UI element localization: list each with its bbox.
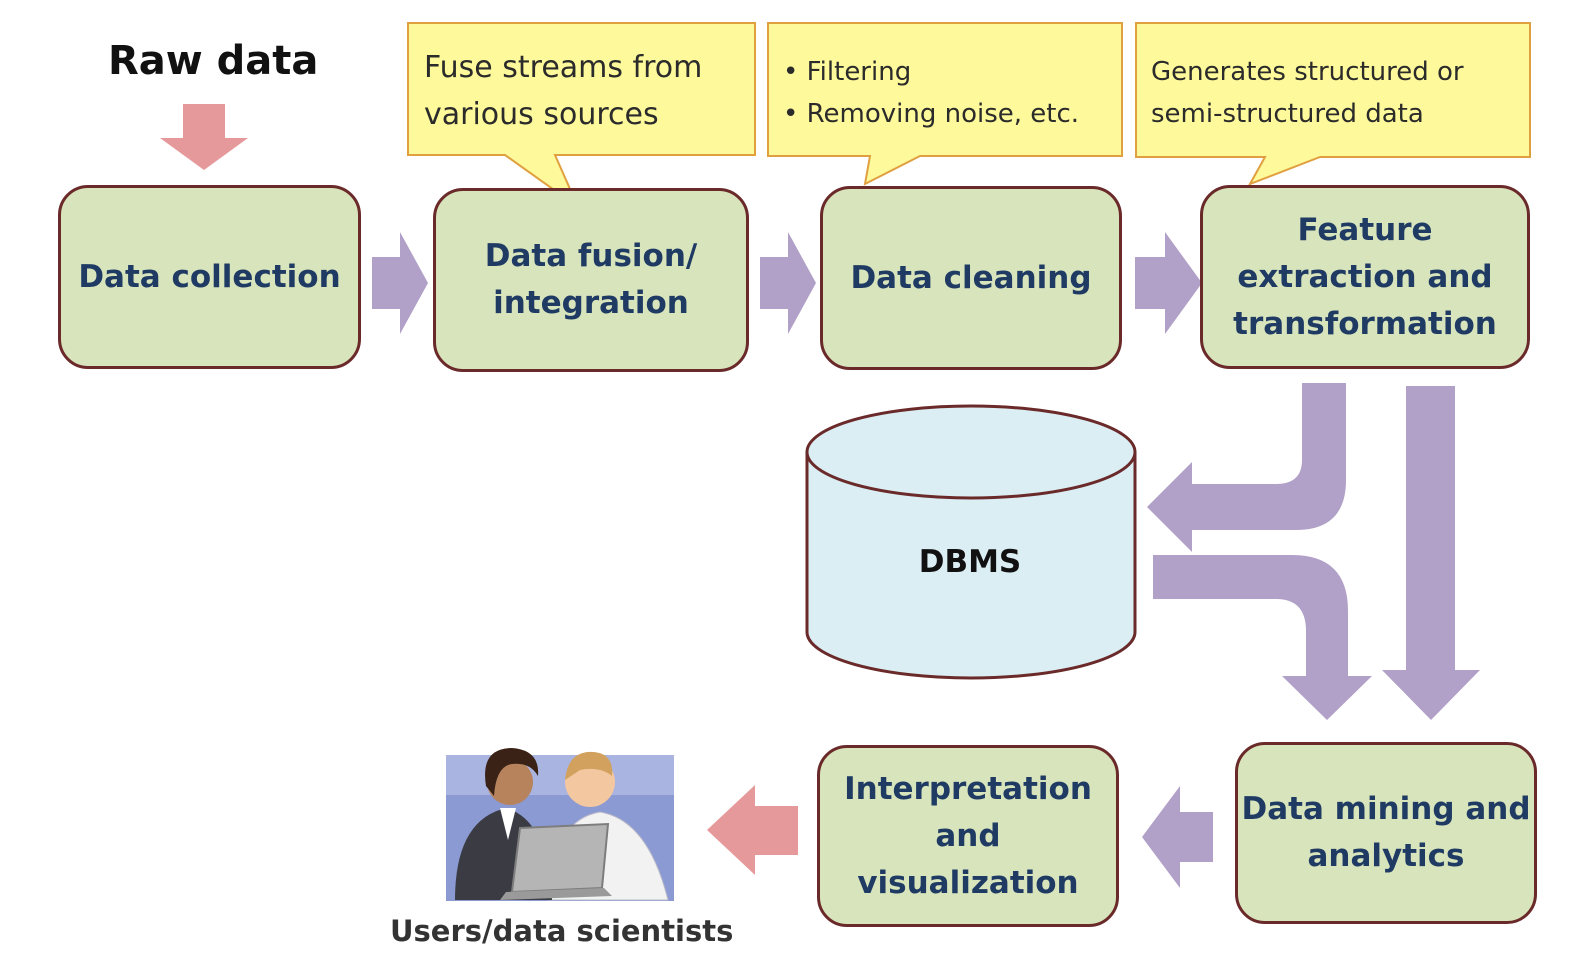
users-illustration (446, 748, 674, 901)
stage-label-line: Data collection (78, 258, 341, 295)
callout-cleaning-bullet: • Removing noise, etc. (783, 93, 1079, 135)
callout-feature-shape (1135, 22, 1531, 186)
callout-fusion-line: various sources (424, 97, 659, 132)
stage-label: Data cleaning (850, 255, 1091, 302)
stage-label-line: analytics (1307, 838, 1465, 874)
arrow-dbms-to-mining (1153, 555, 1372, 720)
stage-label-line: Data fusion/ (484, 238, 698, 274)
callout-cleaning-bullet: • Filtering (783, 51, 1079, 93)
callout-feature-line: Generates structured or (1151, 57, 1464, 87)
stage-feature-extraction: Feature extraction and transformation (1200, 185, 1530, 369)
arrow-feature-to-mining (1382, 386, 1480, 720)
stage-label: Data fusion/ integration (485, 233, 698, 327)
stage-label-line: and (935, 817, 1001, 854)
stage-data-collection: Data collection (58, 185, 361, 369)
bullet-icon: • (783, 99, 799, 129)
raw-data-arrow (160, 104, 248, 170)
stage-data-cleaning: Data cleaning (820, 186, 1122, 370)
stage-label-line: transformation (1233, 305, 1497, 342)
stage-data-mining: Data mining and analytics (1235, 742, 1537, 924)
callout-fusion-line: Fuse streams from (424, 50, 703, 85)
arrow-interpretation-to-users (707, 785, 798, 875)
stage-label-line: extraction and (1237, 258, 1493, 295)
stage-label-line: Data cleaning (850, 259, 1092, 296)
dbms-label: DBMS (918, 544, 1022, 580)
callout-cleaning-text: • Filtering • Removing noise, etc. (783, 51, 1079, 135)
stage-label-line: Interpretation (844, 770, 1092, 807)
stage-data-fusion: Data fusion/ integration (433, 188, 749, 372)
callout-cleaning-shape (767, 22, 1123, 186)
users-label: Users/data scientists (390, 914, 734, 948)
bullet-icon: • (783, 57, 799, 87)
stage-label: Data mining and analytics (1241, 786, 1530, 880)
stage-label: Data collection (78, 254, 340, 301)
arrow-feature-to-dbms (1147, 383, 1346, 552)
callout-feature-line: semi-structured data (1151, 99, 1424, 129)
callout-cleaning-bullet-text: Removing noise, etc. (806, 99, 1080, 129)
callout-fusion-shape (407, 22, 756, 210)
callout-cleaning-bullet-text: Filtering (806, 57, 912, 87)
stage-label-line: Feature (1297, 211, 1433, 248)
stage-label: Interpretation and visualization (844, 766, 1092, 907)
dbms-cylinder (805, 404, 1137, 680)
callout-fusion-text: Fuse streams from various sources (424, 44, 702, 138)
stage-interpretation: Interpretation and visualization (817, 745, 1119, 927)
raw-data-label: Raw data (108, 38, 319, 84)
arrow-cleaning-to-feature (1135, 232, 1202, 334)
stage-label-line: Data mining and (1241, 791, 1531, 827)
arrow-mining-to-interpretation (1142, 786, 1213, 888)
stage-label: Feature extraction and transformation (1233, 207, 1497, 348)
stage-label-line: integration (493, 285, 689, 321)
callout-feature-text: Generates structured or semi-structured … (1151, 51, 1464, 135)
stage-label-line: visualization (857, 864, 1079, 901)
arrow-fusion-to-cleaning (760, 232, 816, 334)
arrow-collection-to-fusion (372, 232, 428, 334)
